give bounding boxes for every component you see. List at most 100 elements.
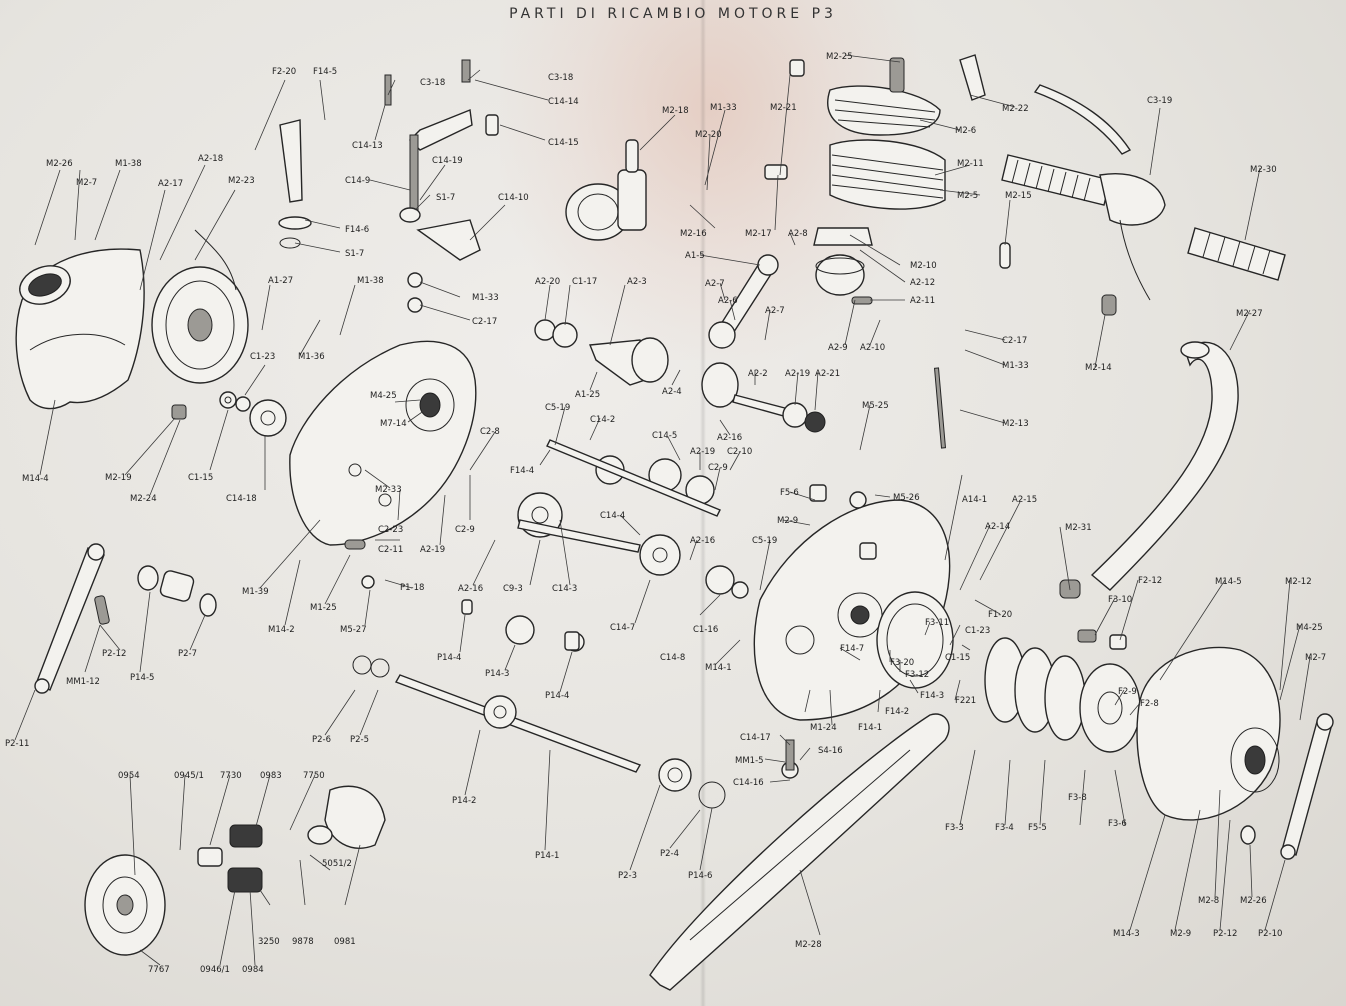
label-m7-14: M7-14 [380,419,407,429]
label-m14-4: M14-4 [22,474,49,484]
label-c14-14: C14-14 [548,97,579,107]
exhaust-bend [1090,341,1239,591]
label-mm1-12: MM1-12 [66,677,100,687]
label-c14-19: C14-19 [432,156,463,166]
label-m2-7: M2-7 [76,178,97,188]
label-7750: 7750 [303,771,325,781]
label-f14-4: F14-4 [510,466,534,476]
label-c14-2: C14-2 [590,415,615,425]
label-c3-19: C3-19 [1147,96,1172,106]
label-f14-1: F14-1 [858,723,882,733]
label-m2-7-b: M2-7 [1305,653,1326,663]
label-c14-5: C14-5 [652,431,677,441]
label-f5-6: F5-6 [780,488,799,498]
label-m1-33: M1-33 [472,293,499,303]
crankshaft [534,254,826,433]
carburettor [565,139,647,241]
label-c2-17-b: C2-17 [1002,336,1027,346]
label-m2-18: M2-18 [662,106,689,116]
left-side-cover [15,248,145,410]
label-0946-1: 0946/1 [200,965,230,975]
label-f2-8: F2-8 [1140,699,1159,709]
label-a2-12: A2-12 [910,278,935,288]
label-p14-1: P14-1 [535,851,559,861]
label-c14-15: C14-15 [548,138,579,148]
label-c1-23-b: C1-23 [965,626,990,636]
label-f3-6: F3-6 [1108,819,1127,829]
label-a2-19: A2-19 [420,545,445,555]
label-a1-25: A1-25 [575,390,600,400]
label-a2-16: A2-16 [458,584,483,594]
label-m2-26-b: M2-26 [1240,896,1267,906]
label-c14-8: C14-8 [660,653,685,663]
clutch-pack [876,591,1141,753]
label-s1-7: S1-7 [436,193,455,203]
label-a2-10: A2-10 [860,343,885,353]
gear-shafts [394,439,749,809]
label-0954: 0954 [118,771,140,781]
label-a2-21: A2-21 [815,369,840,379]
label-p2-7: P2-7 [178,649,197,659]
label-a2-11: A2-11 [910,296,935,306]
label-m2-19: M2-19 [105,473,132,483]
label-c3-18: C3-18 [420,78,445,88]
leader-lines [14,54,1311,966]
label-p1-18: P1-18 [400,583,424,593]
label-m1-25: M1-25 [310,603,337,613]
label-s4-16: S4-16 [818,746,843,756]
label-m2-12: M2-12 [1285,577,1312,587]
handlebar-grip [1001,84,1286,301]
label-m2-31: M2-31 [1065,523,1092,533]
label-m2-26: M2-26 [46,159,73,169]
label-m1-38: M1-38 [115,159,142,169]
label-m2-20: M2-20 [695,130,722,140]
label-f3-3: F3-3 [945,823,964,833]
label-a2-2: A2-2 [748,369,768,379]
label-f14-7: F14-7 [840,644,864,654]
label-c2-17: C2-17 [472,317,497,327]
label-f3-11: F3-11 [925,618,949,628]
label-a14-1: A14-1 [962,495,987,505]
label-m14-5: M14-5 [1215,577,1242,587]
cylinder-head [764,54,986,305]
label-p14-4: P14-4 [437,653,461,663]
label-a2-19-c: A2-19 [690,447,715,457]
label-a2-18: A2-18 [198,154,223,164]
label-c14-7: C14-7 [610,623,635,633]
label-f14-5: F14-5 [313,67,337,77]
label-a1-27: A1-27 [268,276,293,286]
label-c2-9: C2-9 [455,525,475,535]
label-a2-8: A2-8 [788,229,808,239]
label-p2-6: P2-6 [312,735,331,745]
label-m1-39: M1-39 [242,587,269,597]
label-a2-6: A2-6 [718,296,738,306]
label-f221: F221 [955,696,976,706]
label-m2-9-b: M2-9 [1170,929,1191,939]
label-m14-2: M14-2 [268,625,295,635]
label-m2-15: M2-15 [1005,191,1032,201]
label-m4-25: M4-25 [370,391,397,401]
label-a2-20: A2-20 [535,277,560,287]
label-m5-26: M5-26 [893,493,920,503]
label-a2-16-b: A2-16 [717,433,742,443]
label-a1-5: A1-5 [685,251,705,261]
label-c14-18: C14-18 [226,494,257,504]
label-p2-12-b: P2-12 [1213,929,1237,939]
label-5051-2: 5051/2 [322,859,352,869]
label-p14-4-b: P14-4 [545,691,569,701]
label-a2-17: A2-17 [158,179,183,189]
label-m2-5: M2-5 [957,191,978,201]
label-m2-30: M2-30 [1250,165,1277,175]
label-c14-16: C14-16 [733,778,764,788]
label-c2-10: C2-10 [727,447,752,457]
crankcase-left [289,340,477,550]
label-m2-23: M2-23 [228,176,255,186]
label-f3-20: F3-20 [890,658,914,668]
label-c5-19: C5-19 [545,403,570,413]
label-f14-3: F14-3 [920,691,944,701]
label-f2-12: F2-12 [1138,576,1162,586]
label-c1-17: C1-17 [572,277,597,287]
label-p2-10: P2-10 [1258,929,1282,939]
label-c1-16: C1-16 [693,625,718,635]
